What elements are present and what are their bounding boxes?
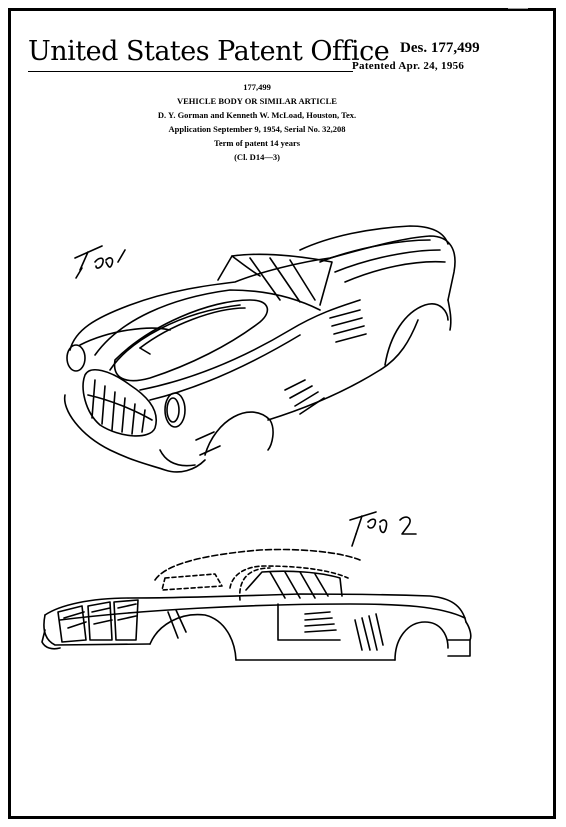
figure-1-car-drawing [63,225,456,473]
patent-number: 177,499 [243,82,271,92]
office-title: United States Patent Office [28,36,390,67]
document-border [8,8,556,819]
inventors: D. Y. Gorman and Kenneth W. McLoad, Hous… [157,110,357,120]
design-number: Des. 177,499 [400,40,480,56]
patent-title: VEHICLE BODY OR SIMILAR ARTICLE [177,96,337,106]
application-line: Application September 9, 1954, Serial No… [168,124,346,134]
title-rule [28,71,353,72]
patent-header: 177,499 VEHICLE BODY OR SIMILAR ARTICLE … [100,80,414,164]
corner-mark [508,8,528,9]
term-line: Term of patent 14 years [213,138,301,148]
patented-date: Patented Apr. 24, 1956 [352,60,465,72]
figure-2-car-drawing [41,511,472,661]
classification: (Cl. D14—3) [234,152,280,162]
